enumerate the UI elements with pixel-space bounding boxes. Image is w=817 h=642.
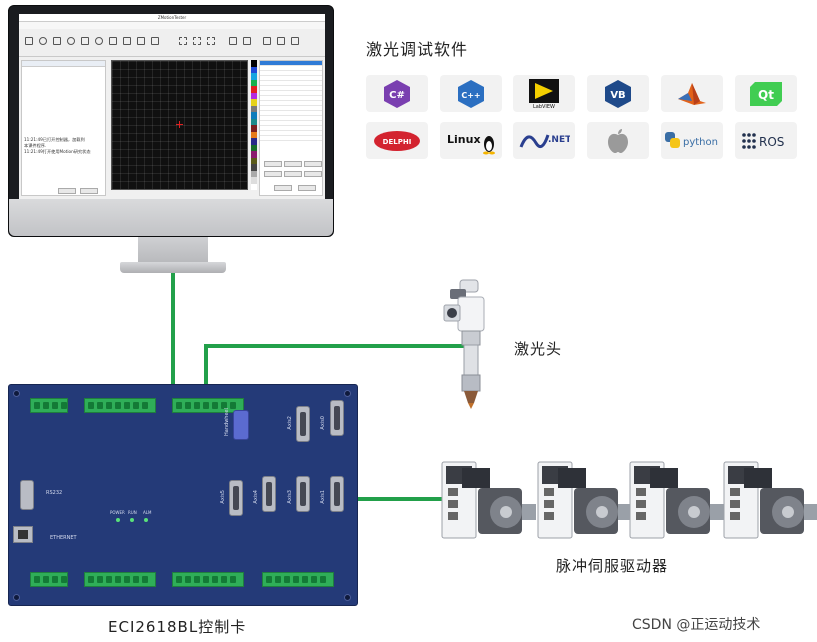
terminal-block [262,572,334,587]
labview-logo: LabVIEW [513,75,575,112]
servo-cable [340,497,446,501]
terminal-block [30,398,68,413]
handwheel-connector [233,410,249,440]
axis0-connector [330,400,344,436]
servo-drive-2 [537,461,632,539]
alarm-led-label: ALM [143,510,152,515]
screw [13,594,20,601]
cpp-logo: C++ [440,75,502,112]
rs232-label: RS232 [46,490,63,496]
screw [13,390,20,397]
power-led [116,518,120,522]
color-palette[interactable] [251,60,257,190]
screw [344,390,351,397]
watermark: CSDN @正运动技术 [632,617,761,633]
axis1-label: Axis1 [320,490,326,504]
log-output: 11:21:49已打开控制器，加载到本课件程序.11:21:49打开使用Moti… [24,137,91,154]
servo-drive-3 [629,461,724,539]
laser-canvas[interactable] [111,60,248,190]
power-led-label: POWER [110,510,125,515]
run-led [130,518,134,522]
svg-text:python: python [683,137,718,148]
svg-text:VB: VB [610,90,625,101]
monitor-stand-base [120,262,226,273]
terminal-block [30,572,68,587]
ethernet-label: ETHERNET [50,535,77,541]
laser-head-illustration [443,279,485,409]
ros-logo: ROS [735,122,797,159]
csharp-logo: C# [366,75,428,112]
ethernet-port [13,526,33,543]
svg-text:DELPHI: DELPHI [383,138,412,146]
run-led-label: RUN [128,510,137,515]
terminal-block [172,572,244,587]
software-title: 激光调试软件 [366,40,469,59]
linux-logo: Linux [440,122,502,159]
axis1-connector [330,476,344,512]
delphi-logo: DELPHI [366,122,428,159]
axis2-connector [296,406,310,442]
servo-drive-4 [723,461,817,539]
ethernet-cable [171,273,175,389]
axis4-label: Axis4 [253,490,259,504]
rs232-connector [20,480,34,510]
svg-text:Linux: Linux [447,133,481,146]
apple-logo [587,122,649,159]
qt-logo: Qt [735,75,797,112]
svg-text:C#: C# [389,90,405,101]
svg-text:C++: C++ [461,91,480,100]
servo-drives-label: 脉冲伺服驱动器 [556,557,669,575]
axis3-connector [296,476,310,512]
parameter-panel [259,60,323,196]
computer-monitor: ZMotionTester 11:21:49已打开控制器，加载到本课件程序.11… [8,5,334,237]
axis5-label: Axis5 [220,490,226,504]
axis5-connector [229,480,243,516]
monitor-chin [9,199,333,236]
app-title-bar: ZMotionTester [19,14,325,22]
vb-logo: VB [587,75,649,112]
handwheel-label: Handwheel [224,408,230,436]
monitor-stand-neck [138,237,208,263]
crosshair-icon [176,121,183,128]
svg-text:ROS: ROS [759,135,784,149]
matlab-logo [661,75,723,112]
svg-text:Qt: Qt [758,88,774,102]
laser-cable-vertical [204,344,208,389]
servo-drive-1 [441,461,536,539]
app-menu-bar [19,22,325,29]
svg-text:.NET: .NET [548,135,570,145]
svg-text:LabVIEW: LabVIEW [533,104,555,110]
axis2-label: Axis2 [287,416,293,430]
software-screen: ZMotionTester 11:21:49已打开控制器，加载到本课件程序.11… [19,14,325,199]
terminal-block [84,572,156,587]
laser-cable-horizontal [204,344,466,348]
app-toolbar [19,29,325,57]
dotnet-logo: .NET [513,122,575,159]
screw [344,594,351,601]
terminal-block [84,398,156,413]
axis0-label: Axis0 [320,416,326,430]
axis4-connector [262,476,276,512]
alarm-led [144,518,148,522]
object-list-panel: 11:21:49已打开控制器，加载到本课件程序.11:21:49打开使用Moti… [21,60,106,196]
axis3-label: Axis3 [287,490,293,504]
python-logo: python [661,122,723,159]
terminal-block [172,398,244,413]
laser-head-label: 激光头 [514,340,563,358]
controller-card-label: ECI2618BL控制卡 [108,618,247,636]
